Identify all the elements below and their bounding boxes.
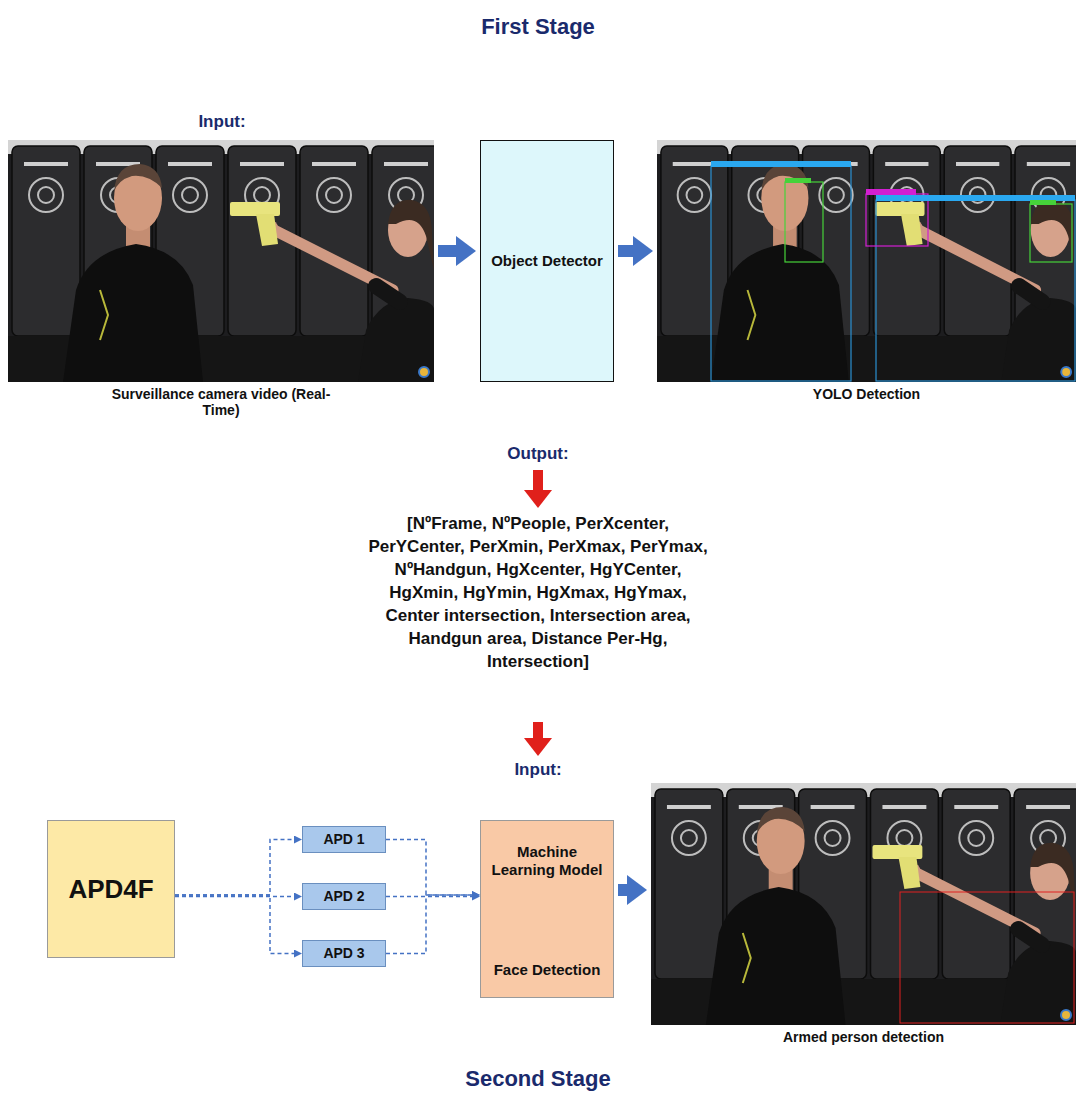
yolo-boxes (711, 166, 1075, 381)
dashed-connector (175, 896, 294, 898)
face-tag (1030, 200, 1056, 205)
face-tag (785, 178, 811, 183)
armed-person-box (900, 892, 1074, 1023)
box-label: Object Detector (491, 252, 603, 270)
dashed-connector (386, 840, 472, 896)
face-box (785, 182, 823, 262)
dashed-connector (175, 895, 294, 954)
red-arrow-shaft (533, 722, 543, 740)
subset-box: APD 2 (302, 883, 386, 910)
dataset-box: APD4F (47, 820, 175, 958)
box-label: Machine Learning Model (487, 843, 607, 879)
model-box: Machine Learning ModelFace Detection (480, 820, 614, 998)
box-label: APD 2 (323, 888, 364, 905)
handgun-tag (866, 189, 916, 195)
section-label: Input: (438, 760, 638, 780)
result-photo-frame: Armed person detection (651, 783, 1076, 1025)
flow-arrow (618, 884, 627, 896)
subset-box: APD 1 (302, 826, 386, 853)
face-box (1030, 204, 1072, 262)
dashed-connector (386, 895, 472, 954)
flow-arrow (438, 245, 456, 257)
flow-arrow (618, 245, 633, 257)
feature-vector: [NºFrame, NºPeople, PerXcenter, PerYCent… (368, 512, 708, 673)
input-photo (8, 140, 440, 382)
subset-box: APD 3 (302, 940, 386, 967)
image-caption: Armed person detection (714, 1029, 1014, 1045)
box-label: APD 3 (323, 945, 364, 962)
process-box: Object Detector (480, 140, 614, 382)
armed-photo (651, 783, 1076, 1025)
person-box (711, 166, 851, 381)
yolo-photo-frame: YOLO Detection (657, 140, 1076, 382)
box-label: APD4F (68, 874, 153, 905)
red-arrow-shaft (533, 470, 543, 492)
box-label: Face Detection (494, 961, 601, 979)
image-caption: Surveillance camera video (Real-Time) (101, 386, 341, 418)
stage-title: First Stage (338, 14, 738, 40)
yolo-tags (711, 161, 1075, 205)
dashed-connector (175, 840, 294, 896)
section-label: Output: (438, 444, 638, 464)
person-box (876, 200, 1075, 381)
person-tag (711, 161, 851, 167)
handgun-box (866, 194, 928, 246)
input-photo-frame: Surveillance camera video (Real-Time) (8, 140, 434, 382)
red-arrow-head (524, 490, 552, 508)
yolo-photo (657, 140, 1076, 382)
box-label: APD 1 (323, 831, 364, 848)
stage-title: Second Stage (338, 1066, 738, 1092)
red-arrow-head (524, 738, 552, 756)
image-caption: YOLO Detection (717, 386, 1017, 402)
dashed-connector (386, 896, 472, 898)
section-label: Input: (122, 112, 322, 132)
